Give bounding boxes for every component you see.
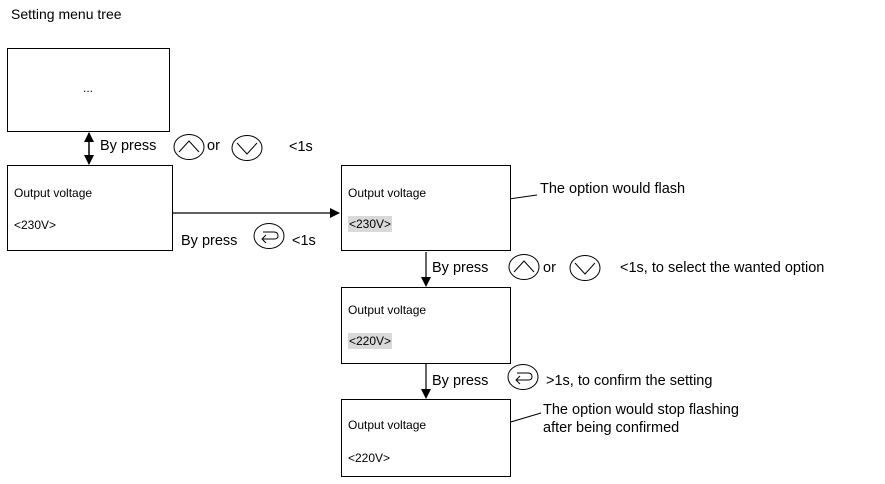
option-value-highlighted: <220V> — [348, 333, 393, 349]
option-value-highlighted: <230V> — [348, 216, 393, 232]
enter-time-text: <1s — [292, 233, 316, 249]
page-title: Setting menu tree — [11, 6, 122, 22]
select-or-text: or — [543, 260, 556, 276]
menu-box-confirmed: Output voltage <220V> — [341, 399, 511, 477]
select-press-text: By press — [432, 260, 489, 276]
stop-note-line2: after being confirmed — [543, 420, 680, 436]
enter-icon — [253, 223, 285, 249]
nav-press-text: By press — [100, 138, 157, 154]
menu-box-flashing: Output voltage <230V> — [341, 165, 511, 251]
option-value: <220V> — [348, 451, 391, 465]
menu-box-selecting: Output voltage <220V> — [341, 287, 511, 364]
enter-press-text: By press — [181, 233, 238, 249]
ellipsis-text: ... — [83, 81, 94, 95]
option-label: Output voltage — [348, 303, 427, 317]
nav-or-text: or — [207, 138, 220, 154]
select-time-text: <1s, to select the wanted option — [620, 260, 825, 276]
up-arrow-icon — [508, 254, 540, 280]
confirm-time-text: >1s, to confirm the setting — [546, 373, 713, 389]
confirm-press-text: By press — [432, 373, 489, 389]
flash-note: The option would flash — [540, 181, 686, 197]
option-value: <230V> — [14, 218, 57, 232]
down-arrow-icon — [569, 255, 601, 281]
option-label: Output voltage — [14, 186, 93, 200]
up-arrow-icon — [173, 134, 205, 160]
option-label: Output voltage — [348, 418, 427, 432]
down-arrow-icon — [231, 135, 263, 161]
stop-note-line1: The option would stop flashing — [543, 402, 739, 418]
nav-time-text: <1s — [289, 139, 313, 155]
top-menu-box: ... — [7, 48, 170, 132]
menu-box-initial: Output voltage <230V> — [7, 165, 173, 251]
enter-icon — [507, 364, 539, 390]
option-label: Output voltage — [348, 186, 427, 200]
